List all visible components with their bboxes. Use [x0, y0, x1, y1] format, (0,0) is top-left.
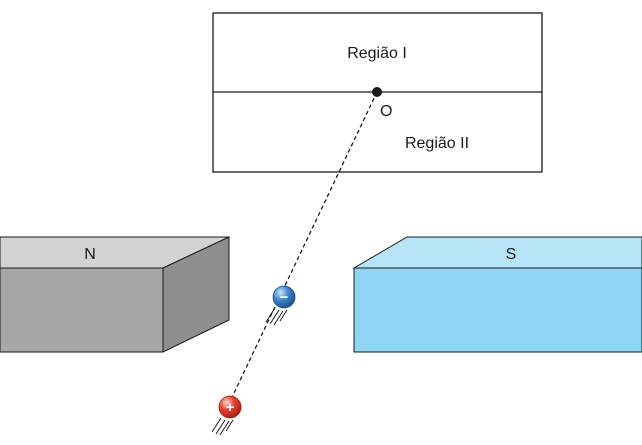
magnet-s-top	[352, 236, 642, 269]
negative-particle-body	[272, 285, 296, 309]
positive-particle-motion-lines	[211, 417, 234, 436]
negative-particle-sign: −	[280, 289, 289, 306]
magnet-s-label: S	[506, 246, 517, 263]
magnet-s: S	[352, 236, 642, 353]
magnet-n-front	[0, 267, 164, 353]
magnet-n-label: N	[84, 246, 96, 263]
magnet-n: N	[0, 236, 230, 353]
trajectory-line	[225, 91, 378, 411]
positive-particle-body	[218, 395, 242, 419]
positive-particle-sign: +	[226, 399, 235, 416]
magnet-s-front	[353, 267, 642, 353]
point-o	[372, 87, 382, 97]
negative-particle: −	[265, 285, 296, 326]
region2-label: Região II	[405, 135, 469, 152]
region1-label: Região I	[347, 45, 407, 62]
positive-particle: +	[211, 395, 242, 436]
negative-particle-motion-lines	[265, 307, 288, 326]
point-o-label: O	[380, 103, 392, 120]
